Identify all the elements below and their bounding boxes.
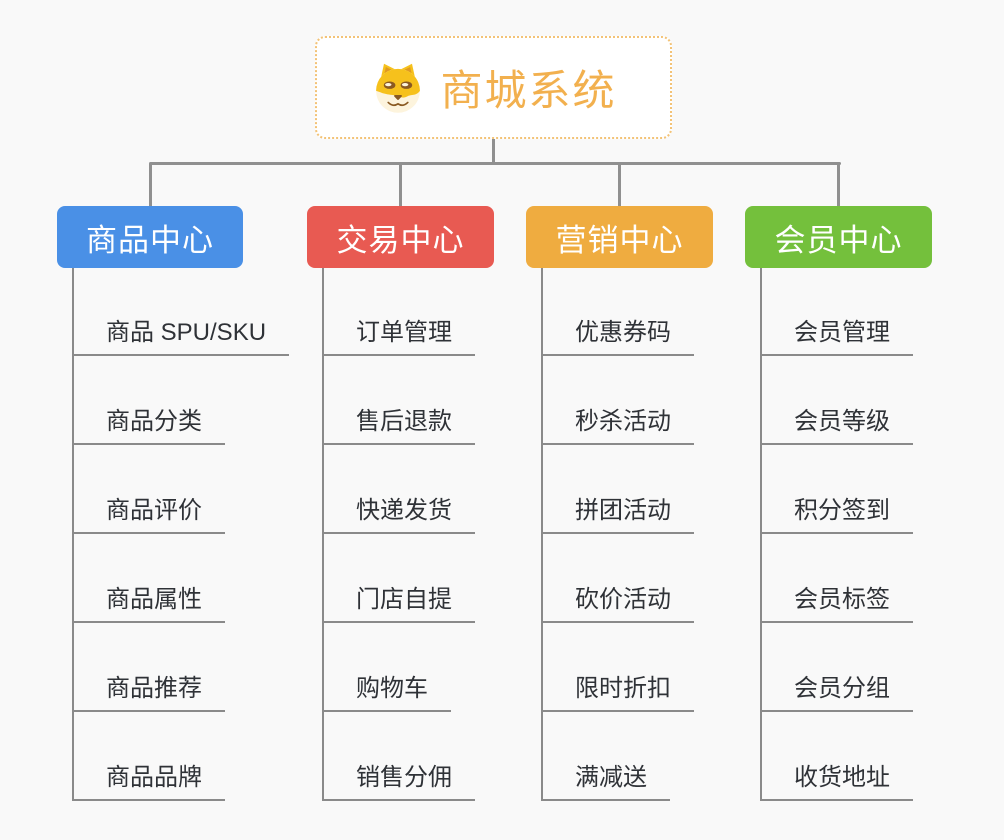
- leaf-topic[interactable]: 销售分佣: [322, 763, 475, 801]
- branch-trunk-line: [322, 268, 324, 801]
- leaf-topic[interactable]: 商品属性: [72, 585, 225, 623]
- leaf-topic[interactable]: 会员分组: [760, 674, 913, 712]
- leaf-topic[interactable]: 会员标签: [760, 585, 913, 623]
- branch-trunk-line: [541, 268, 543, 801]
- leaf-topic[interactable]: 商品评价: [72, 496, 225, 534]
- leaf-topic[interactable]: 订单管理: [322, 318, 475, 356]
- branch-topic[interactable]: 会员中心: [745, 206, 932, 268]
- branch-topic[interactable]: 营销中心: [526, 206, 713, 268]
- connector-drop: [618, 164, 621, 208]
- leaf-topic[interactable]: 商品推荐: [72, 674, 225, 712]
- shiba-dog-icon: [376, 63, 421, 113]
- branch-trunk-line: [72, 268, 74, 801]
- leaf-topic[interactable]: 会员等级: [760, 407, 913, 445]
- connector-horizontal-bar: [149, 162, 841, 165]
- leaf-topic[interactable]: 商品 SPU/SKU: [72, 318, 290, 356]
- leaf-topic[interactable]: 售后退款: [322, 407, 475, 445]
- leaf-topic[interactable]: 门店自提: [322, 585, 475, 623]
- leaf-topic[interactable]: 秒杀活动: [541, 407, 694, 445]
- connector-drop: [837, 164, 840, 208]
- leaf-topic[interactable]: 快递发货: [322, 496, 475, 534]
- branch-topic[interactable]: 商品中心: [57, 206, 243, 268]
- branch-trunk-line: [760, 268, 762, 801]
- connector-drop: [399, 164, 402, 208]
- leaf-topic[interactable]: 商品分类: [72, 407, 225, 445]
- leaf-topic[interactable]: 购物车: [322, 674, 451, 712]
- connector-drop: [148, 164, 152, 208]
- branch-topic[interactable]: 交易中心: [307, 206, 494, 268]
- leaf-topic[interactable]: 会员管理: [760, 318, 913, 356]
- connector-root-stub: [492, 139, 495, 163]
- leaf-topic[interactable]: 满减送: [541, 763, 670, 801]
- leaf-topic[interactable]: 积分签到: [760, 496, 913, 534]
- leaf-topic[interactable]: 商品品牌: [72, 763, 225, 801]
- leaf-topic[interactable]: 优惠券码: [541, 318, 694, 356]
- leaf-topic[interactable]: 砍价活动: [541, 585, 694, 623]
- root-topic[interactable]: 商城系统: [315, 36, 672, 139]
- leaf-topic[interactable]: 收货地址: [760, 763, 913, 801]
- leaf-topic[interactable]: 限时折扣: [541, 674, 694, 712]
- root-topic-label: 商城系统: [440, 67, 617, 114]
- leaf-topic[interactable]: 拼团活动: [541, 496, 694, 534]
